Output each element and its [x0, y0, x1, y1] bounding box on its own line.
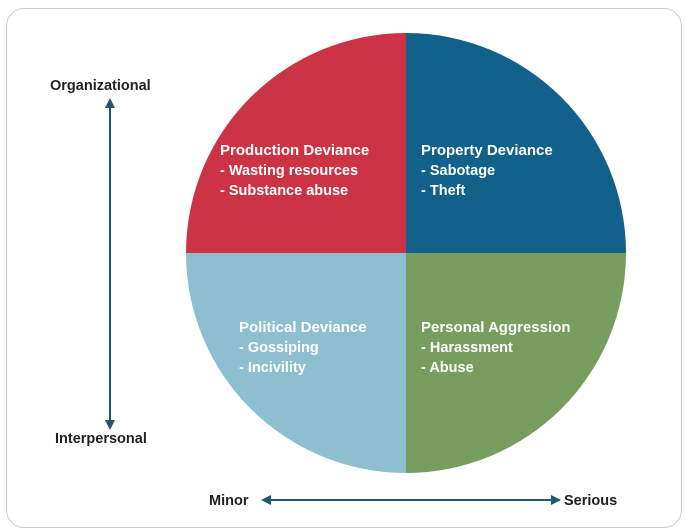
- political-deviance-title: Political Deviance: [239, 319, 367, 336]
- quadrant-political-deviance: [186, 253, 406, 473]
- property-deviance-item: - Theft: [421, 183, 465, 199]
- production-deviance-item: - Wasting resources: [220, 163, 358, 179]
- property-deviance-title: Property Deviance: [421, 142, 553, 159]
- production-deviance-title: Production Deviance: [220, 142, 369, 159]
- political-deviance-item: - Incivility: [239, 360, 306, 376]
- quadrant-production-deviance: [186, 33, 406, 253]
- personal-aggression-title: Personal Aggression: [421, 319, 571, 336]
- political-deviance-item: - Gossiping: [239, 340, 319, 356]
- axis-right-label: Serious: [564, 493, 617, 509]
- property-deviance-item: - Sabotage: [421, 163, 495, 179]
- axis-left-label: Minor: [209, 493, 249, 509]
- personal-aggression-item: - Abuse: [421, 360, 474, 376]
- quadrant-personal-aggression: [406, 253, 626, 473]
- quadrant-property-deviance: [406, 33, 626, 253]
- personal-aggression-item: - Harassment: [421, 340, 513, 356]
- production-deviance-item: - Substance abuse: [220, 183, 348, 199]
- axis-top-label: Organizational: [50, 78, 151, 94]
- axis-bottom-label: Interpersonal: [55, 431, 147, 447]
